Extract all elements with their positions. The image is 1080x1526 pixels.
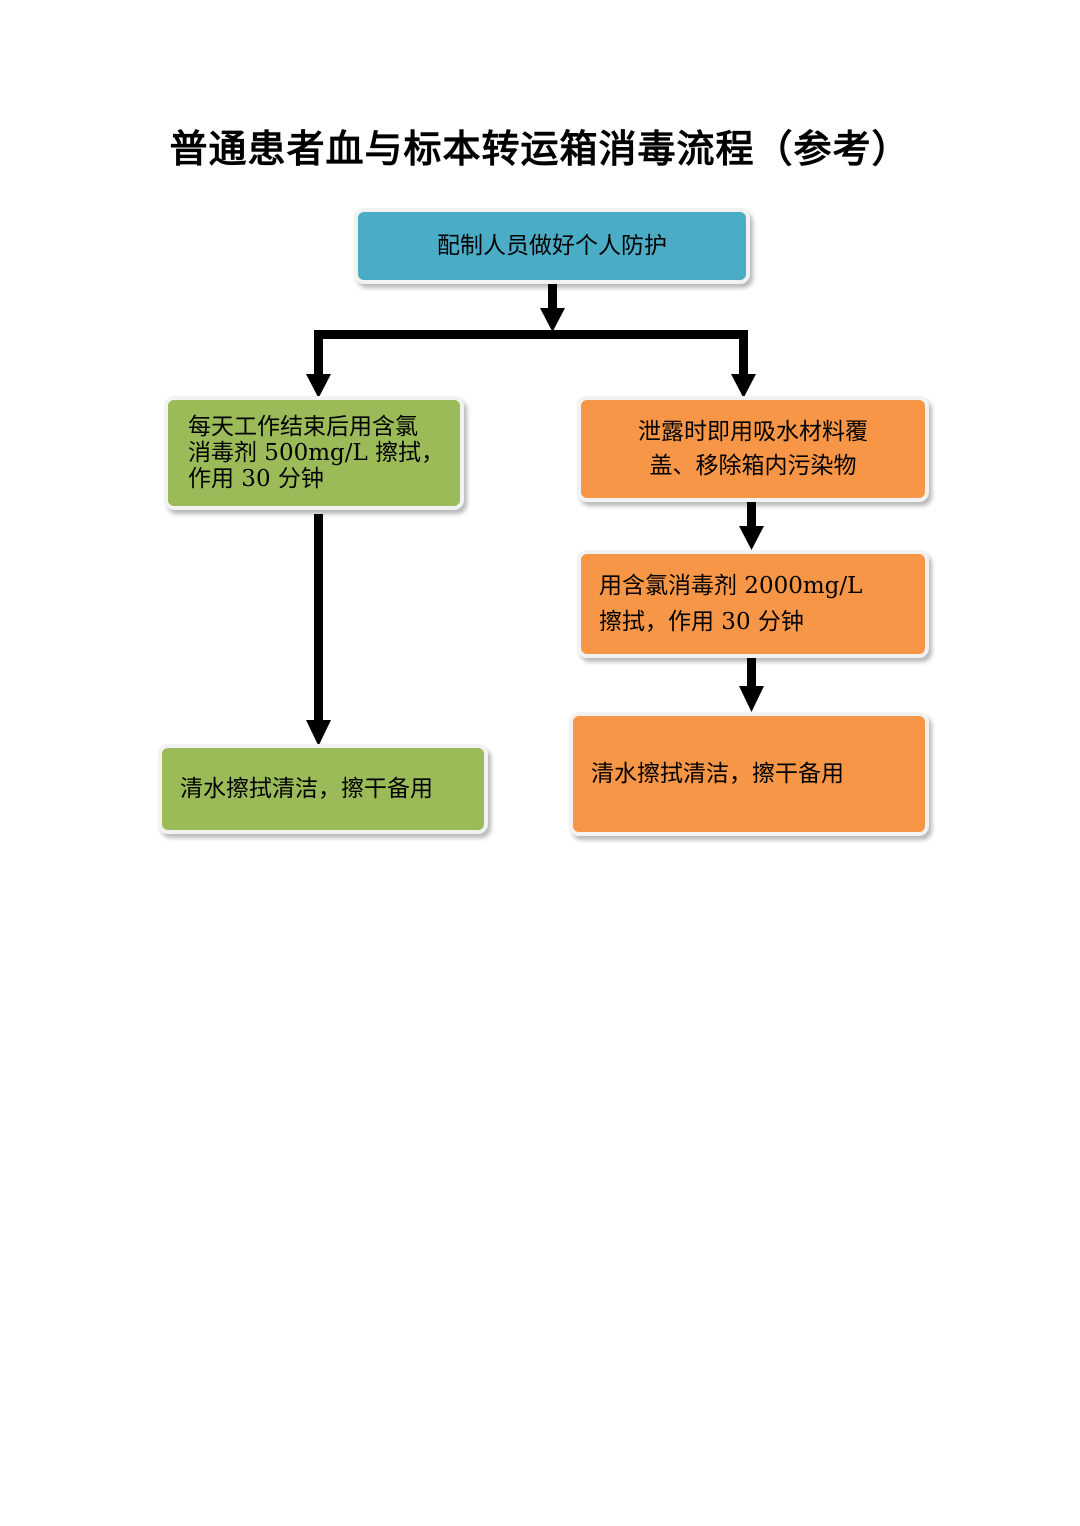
node-left-step2: 清水擦拭清洁，擦干备用: [158, 744, 488, 834]
arrow-right-drop: [731, 374, 756, 398]
node-start: 配制人员做好个人防护: [354, 208, 750, 284]
node-start-label: 配制人员做好个人防护: [437, 233, 667, 259]
node-left-step1: 每天工作结束后用含氯 消毒剂 500mg/L 擦拭， 作用 30 分钟: [164, 396, 464, 510]
connector-start-down: [548, 284, 557, 310]
connector-right-drop: [739, 330, 748, 376]
node-right-step2: 用含氯消毒剂 2000mg/L 擦拭，作用 30 分钟: [577, 550, 929, 658]
connector-left-drop: [314, 330, 323, 376]
arrow-left-long: [306, 720, 331, 746]
arrow-right-1: [739, 526, 764, 550]
connector-right-2: [747, 656, 756, 690]
node-right-step1-label: 泄露时即用吸水材料覆 盖、移除箱内污染物: [638, 419, 868, 479]
node-right-step2-label: 用含氯消毒剂 2000mg/L 擦拭，作用 30 分钟: [599, 573, 863, 635]
node-right-step3-label: 清水擦拭清洁，擦干备用: [591, 761, 844, 787]
node-right-step3: 清水擦拭清洁，擦干备用: [569, 712, 929, 836]
page-title: 普通患者血与标本转运箱消毒流程（参考）: [169, 126, 911, 171]
connector-left-long: [314, 514, 323, 722]
arrow-left-drop: [306, 374, 331, 398]
node-left-step2-label: 清水擦拭清洁，擦干备用: [180, 776, 433, 802]
arrow-start-down: [540, 308, 565, 332]
node-left-step1-label: 每天工作结束后用含氯 消毒剂 500mg/L 擦拭， 作用 30 分钟: [188, 414, 445, 492]
connector-split-bar: [314, 330, 748, 339]
node-right-step1: 泄露时即用吸水材料覆 盖、移除箱内污染物: [577, 396, 929, 502]
arrow-right-2: [739, 686, 764, 712]
